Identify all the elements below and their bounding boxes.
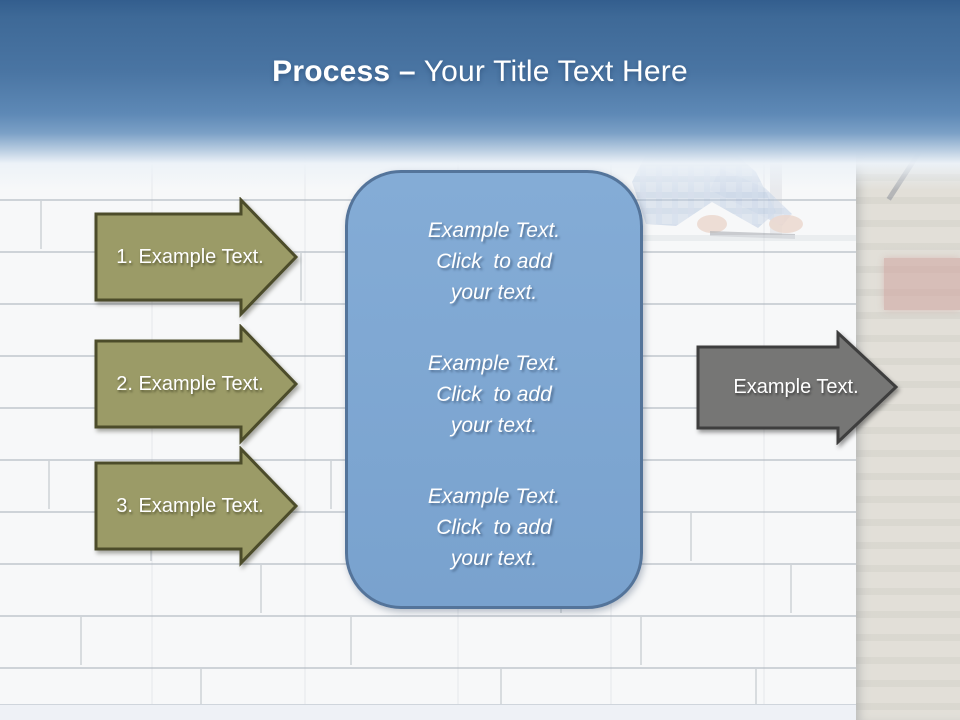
panel-paragraph: Example Text. Click to add your text. xyxy=(348,215,640,308)
process-step-arrow-1[interactable]: 1. Example Text. xyxy=(94,197,300,318)
mortar-joint xyxy=(755,669,757,717)
panel-line: Example Text. xyxy=(427,352,561,375)
hand-left xyxy=(697,215,727,233)
panel-paragraph: Example Text. Click to add your text. xyxy=(348,481,640,574)
panel-paragraph: Example Text. Click to add your text. xyxy=(348,348,640,441)
mortar-joint xyxy=(790,565,792,613)
result-arrow[interactable]: Example Text. xyxy=(696,330,900,445)
panel-line: your text. xyxy=(450,281,538,304)
mortar-joint xyxy=(300,253,302,301)
mortar-joint xyxy=(330,461,332,509)
panel-line: Click to add xyxy=(436,516,552,539)
slide-title-bold: Process – xyxy=(272,55,416,88)
process-step-arrow-2[interactable]: 2. Example Text. xyxy=(94,324,300,445)
mortar-joint xyxy=(260,565,262,613)
arrow-right-icon xyxy=(94,197,299,318)
mortar-joint xyxy=(200,669,202,717)
title-banner: Process – Your Title Text Here xyxy=(0,0,960,190)
center-text-panel[interactable]: Example Text. Click to add your text. Ex… xyxy=(345,170,643,609)
process-step-arrow-3[interactable]: 3. Example Text. xyxy=(94,446,300,567)
arrow-right-icon xyxy=(94,446,299,567)
panel-line: your text. xyxy=(450,547,538,570)
hand-right xyxy=(769,215,803,233)
red-paint-patch xyxy=(884,258,960,310)
panel-line: Example Text. xyxy=(427,485,561,508)
mortar-joint xyxy=(500,669,502,717)
mortar-joint xyxy=(690,513,692,561)
mortar-joint xyxy=(48,461,50,509)
panel-line: Example Text. xyxy=(427,219,561,242)
concrete-column xyxy=(856,128,960,720)
panel-line: Click to add xyxy=(436,250,552,273)
arrow-right-icon xyxy=(94,324,299,445)
mortar-joint xyxy=(350,617,352,665)
mortar-joint xyxy=(40,201,42,249)
mortar-joint xyxy=(640,617,642,665)
panel-line: Click to add xyxy=(436,383,552,406)
slide-title-rest: Your Title Text Here xyxy=(415,55,688,88)
slide-title: Process – Your Title Text Here xyxy=(0,52,960,92)
mortar-joint xyxy=(80,617,82,665)
trowel xyxy=(710,231,795,239)
floor-strip xyxy=(0,704,856,720)
fresh-course-edge xyxy=(560,235,860,241)
arrow-right-icon xyxy=(696,330,899,445)
panel-line: your text. xyxy=(450,414,538,437)
